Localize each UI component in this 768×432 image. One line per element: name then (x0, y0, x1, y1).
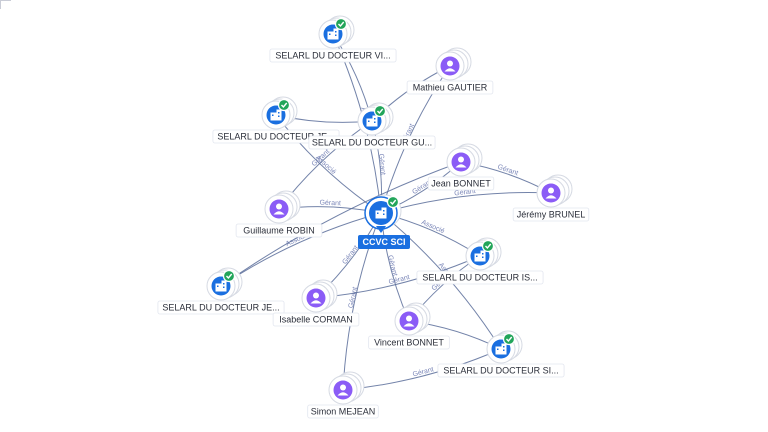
person-icon (444, 60, 456, 72)
node-gu[interactable]: SELARL DU DOCTEUR GU... (308, 102, 436, 150)
node-label-text: SELARL DU DOCTEUR SI... (443, 366, 558, 376)
node-label: Isabelle CORMAN (272, 312, 360, 327)
edge-label: Gérant (496, 164, 519, 178)
node-label-text: SELARL DU DOCTEUR VI... (275, 51, 390, 61)
verified-check-icon (222, 269, 236, 283)
node-label: Mathieu GAUTIER (406, 80, 494, 95)
node-label-text: SELARL DU DOCTEUR IS... (422, 273, 537, 283)
building-icon (327, 28, 339, 40)
node-label-text: Simon MEJEAN (311, 407, 376, 417)
verified-check-icon (334, 17, 348, 31)
edge-label: Gérant (412, 366, 435, 378)
node-label-text: Guillaume ROBIN (243, 226, 315, 236)
node-label: SELARL DU DOCTEUR JE... (157, 300, 285, 315)
node-label-text: SELARL DU DOCTEUR GU... (312, 138, 432, 148)
node-label: Vincent BONNET (368, 335, 450, 350)
verified-check-icon (373, 104, 387, 118)
nodes-layer: SELARL DU DOCTEUR VI... SELARL DU DOCTEUR… (157, 15, 590, 419)
verified-check-icon (481, 239, 495, 253)
edge-label: Gérant (341, 245, 360, 266)
edge-jb-je2 (220, 161, 462, 287)
center-node[interactable]: CCVC SCI (358, 194, 410, 249)
person-icon (455, 156, 467, 168)
edge-label: Gérant (454, 188, 476, 197)
node-label-text: Isabelle CORMAN (279, 315, 353, 325)
node-label: SELARL DU DOCTEUR VI... (269, 48, 397, 63)
edge-label: Gérant (348, 286, 359, 308)
building-icon (215, 280, 227, 292)
node-label-text: Jean BONNET (431, 179, 491, 189)
building-icon (270, 109, 282, 121)
verified-check-icon (277, 98, 291, 112)
node-vb[interactable]: Vincent BONNET (368, 302, 450, 350)
person-icon (545, 187, 557, 199)
node-label: Jean BONNET (427, 176, 495, 191)
edge-line (220, 161, 462, 287)
edge-line (342, 212, 382, 391)
node-label: SELARL DU DOCTEUR IS... (416, 270, 544, 285)
node-mg[interactable]: Mathieu GAUTIER (406, 47, 494, 95)
node-label-text: Mathieu GAUTIER (413, 83, 488, 93)
node-label: Simon MEJEAN (307, 404, 379, 419)
person-icon (403, 315, 415, 327)
person-icon (337, 384, 349, 396)
node-label-text: SELARL DU DOCTEUR JE... (162, 303, 279, 313)
node-gr[interactable]: Guillaume ROBIN (235, 190, 323, 238)
verified-check-icon (502, 332, 516, 346)
edge-label: Gérant (319, 200, 341, 208)
node-je2[interactable]: SELARL DU DOCTEUR JE... (157, 267, 285, 315)
node-label: Jérémy BRUNEL (512, 207, 590, 222)
node-vi[interactable]: SELARL DU DOCTEUR VI... (269, 15, 397, 63)
person-icon (273, 203, 285, 215)
person-icon (310, 292, 322, 304)
node-ic[interactable]: Isabelle CORMAN (272, 279, 360, 327)
building-icon (375, 207, 387, 219)
node-label: SELARL DU DOCTEUR SI... (437, 363, 565, 378)
node-label-text: SELARL DU DOCTEUR JE... (217, 132, 334, 142)
node-label-text: Jérémy BRUNEL (517, 210, 586, 220)
node-sm[interactable]: Simon MEJEAN (307, 371, 379, 419)
node-label: Guillaume ROBIN (235, 223, 323, 238)
corner-mark (0, 0, 11, 9)
node-jr[interactable]: Jérémy BRUNEL (512, 174, 590, 222)
node-label-text: Vincent BONNET (374, 338, 444, 348)
node-si[interactable]: SELARL DU DOCTEUR SI... (437, 330, 565, 378)
node-jb[interactable]: Jean BONNET (427, 143, 495, 191)
center-label: CCVC SCI (362, 237, 405, 247)
edge-label: Gérant (386, 254, 398, 277)
building-icon (474, 250, 486, 262)
verified-check-icon (386, 195, 400, 209)
building-icon (366, 115, 378, 127)
node-label: SELARL DU DOCTEUR GU... (308, 135, 436, 150)
edge-center-sm: Gérant (342, 212, 382, 391)
edge-label: Gérant (377, 153, 386, 175)
building-icon (495, 343, 507, 355)
node-is[interactable]: SELARL DU DOCTEUR IS... (416, 237, 544, 285)
node-je1[interactable]: SELARL DU DOCTEUR JE... (212, 96, 340, 144)
